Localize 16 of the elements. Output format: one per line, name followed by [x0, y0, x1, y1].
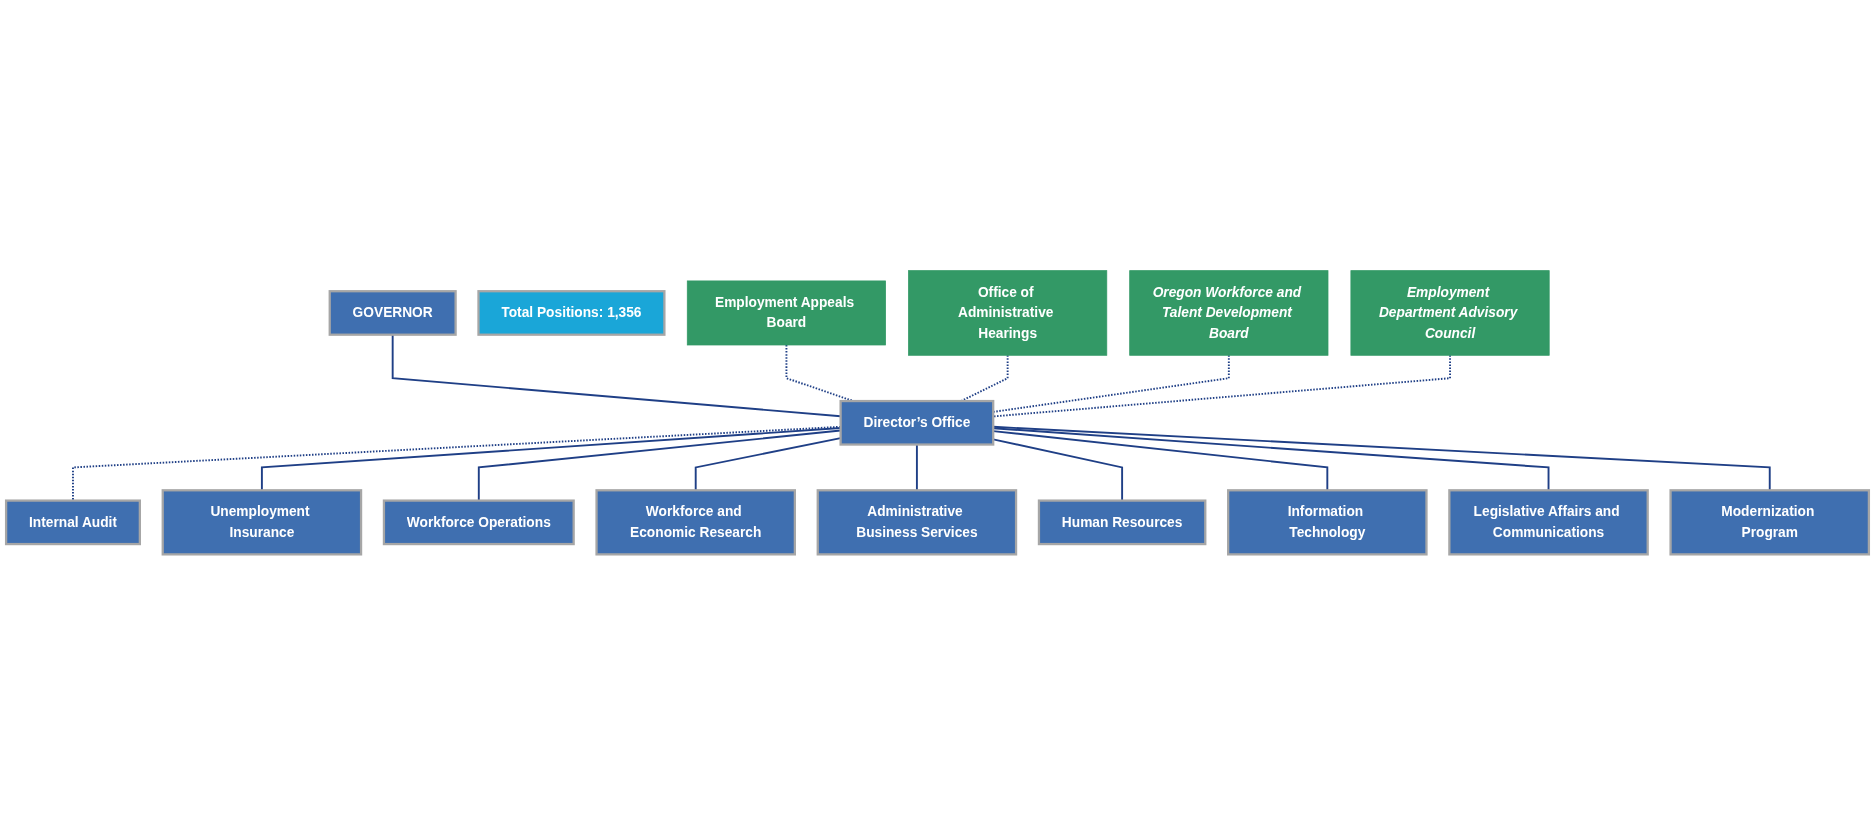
- node-box: Oregon Workforce and Talent Development Board: [1129, 270, 1329, 356]
- node-box: Director’s Office: [839, 399, 995, 446]
- node-box: Office of Administrative Hearings: [908, 270, 1108, 356]
- node-box: Human Resources: [1037, 499, 1207, 546]
- node-box: GOVERNOR: [328, 290, 457, 336]
- node-box: Workforce Operations: [382, 499, 575, 546]
- node-box: Internal Audit: [4, 499, 141, 546]
- node-box: Total Positions: 1,356: [477, 290, 666, 336]
- node-box: Unemployment Insurance: [161, 489, 363, 556]
- node-box: Information Technology: [1227, 489, 1428, 556]
- node-box: Employment Department Advisory Council: [1350, 270, 1550, 356]
- node-box: Legislative Affairs and Communications: [1448, 489, 1649, 556]
- node-box: Workforce and Economic Research: [595, 489, 796, 556]
- node-box: Administrative Business Services: [816, 489, 1018, 556]
- node-box: Modernization Program: [1669, 489, 1871, 556]
- node-box: Employment Appeals Board: [686, 280, 886, 346]
